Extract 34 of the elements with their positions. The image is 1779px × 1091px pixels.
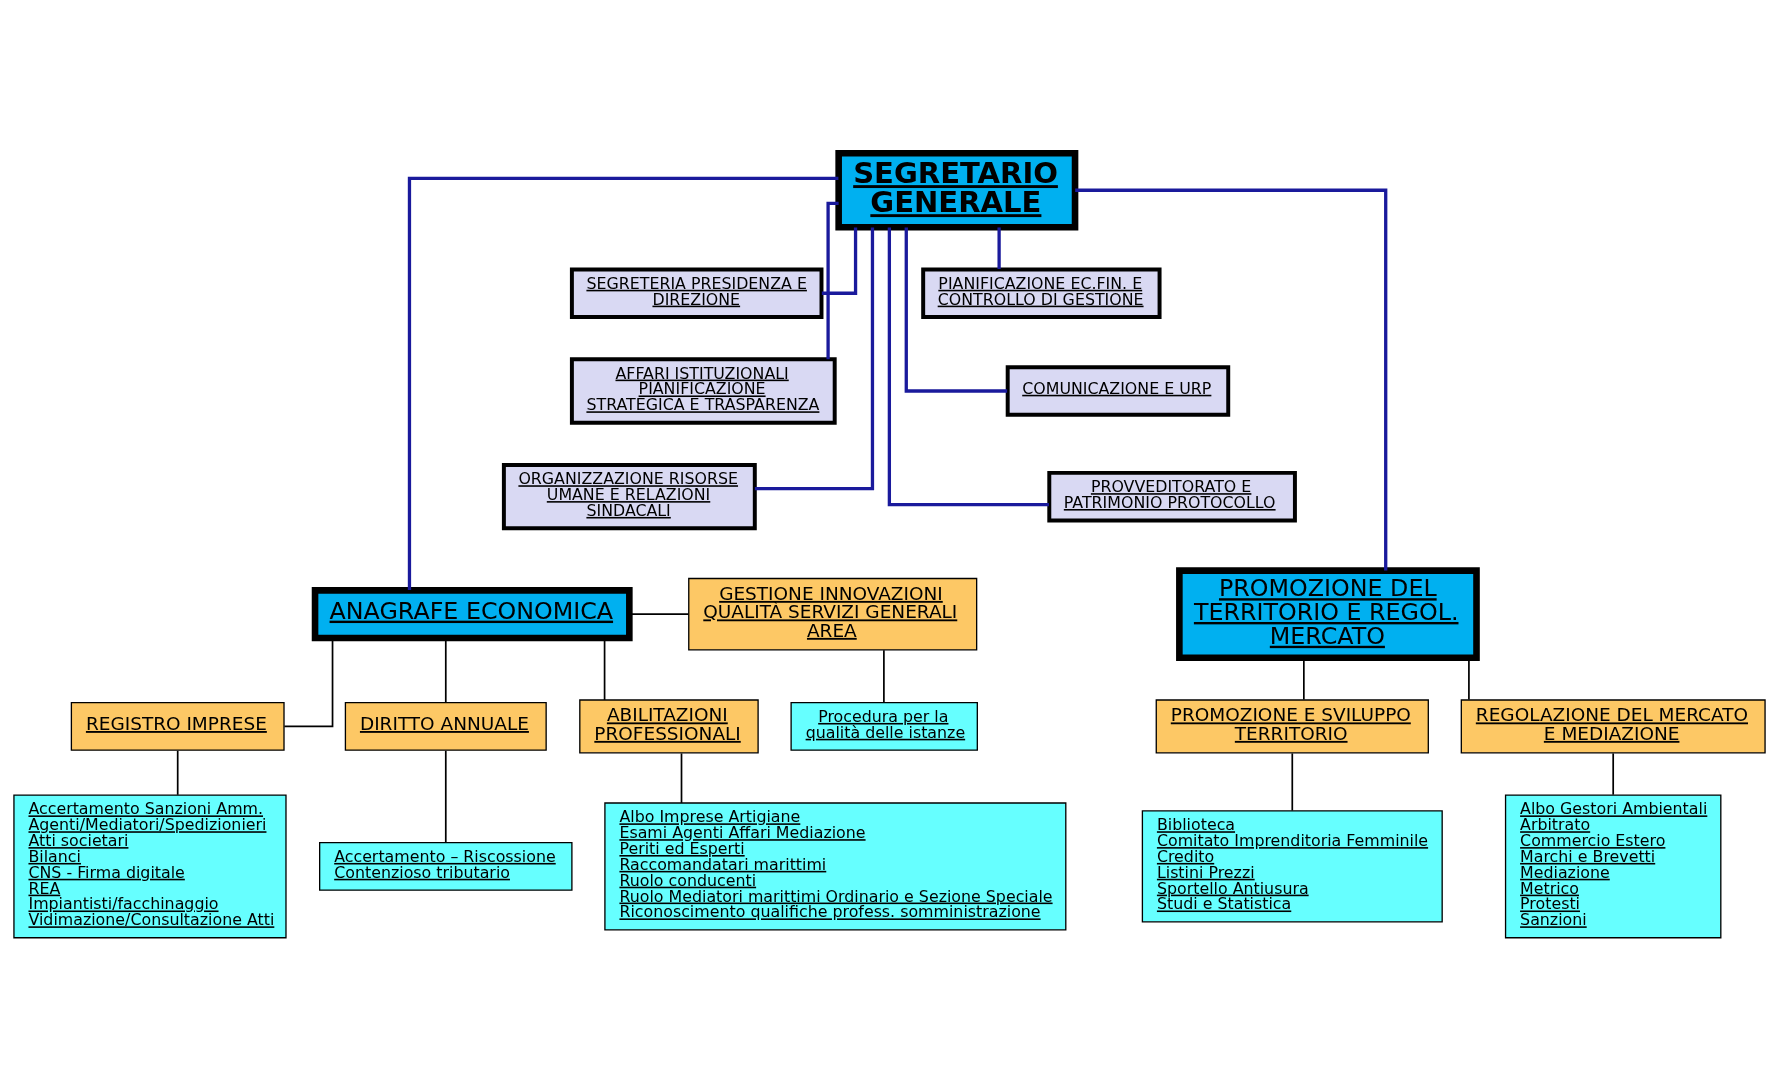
connector — [997, 227, 1001, 269]
node-box: PROMOZIONE E SVILUPPO TERRITORIO — [1155, 699, 1429, 754]
node-box: ABILITAZIONI PROFESSIONALI — [579, 699, 759, 754]
node-box: REGISTRO IMPRESE — [70, 702, 285, 751]
connector — [883, 649, 885, 704]
node-box: SEGRETERIA PRESIDENZA E DIREZIONE — [569, 267, 824, 320]
connector — [904, 227, 1008, 393]
node-box: Accertamento Sanzioni Amm. Agenti/Mediatori/Spedizionieri Atti societari Bilanci CNS - Firma digitale REA Impiantisti/facchinaggio Vidimazione/Consultazione Atti — [13, 794, 287, 939]
node-box: PROVVEDITORATO E PATRIMONIO PROTOCOLLO — [1047, 470, 1297, 523]
node-box: Albo Imprese Artigiane Esami Agenti Affari Mediazione Periti ed Esperti Raccomandatari marittimi Ruolo conducenti Ruolo Mediatori marittimi Ordinario e Sezione Speciale Riconoscimento qualifiche profess. somministrazione — [604, 802, 1067, 931]
node-box: REGOLAZIONE DEL MERCATO E MEDIAZIONE — [1460, 699, 1766, 754]
node-box: PROMOZIONE DEL TERRITORIO E REGOL. MERCATO — [1176, 567, 1480, 662]
connector — [444, 749, 447, 844]
node-box: COMUNICAZIONE E URP — [1005, 365, 1231, 417]
node-box: Procedura per la qualità delle istanze — [790, 702, 978, 751]
connector — [1612, 752, 1615, 796]
connector — [826, 201, 839, 360]
node-box: SEGRETARIO GENERALE — [835, 150, 1079, 231]
node-box: AFFARI ISTITUZIONALI PIANIFICAZIONE STRATEGICA E TRASPARENZA — [569, 357, 837, 425]
node-box: Albo Gestori Ambientali Arbitrato Commercio Estero Marchi e Brevetti Mediazione Metrico Protesti Sanzioni — [1504, 794, 1722, 939]
connector — [1291, 752, 1294, 812]
node-box: PIANIFICAZIONE EC.FIN. E CONTROLLO DI GESTIONE — [921, 267, 1162, 320]
connector — [887, 227, 1049, 507]
node-box: Accertamento – Riscossione Contenzioso tributario — [319, 841, 573, 891]
node-box: ORGANIZZAZIONE RISORSE UMANE E RELAZIONI SINDACALI — [501, 462, 757, 531]
connector — [176, 749, 179, 796]
connector — [821, 227, 858, 295]
node-box: DIRITTO ANNUALE — [344, 702, 547, 751]
connector — [1075, 188, 1388, 571]
node-box: Biblioteca Comitato Imprenditoria Femminile Credito Listini Prezzi Sportello Antiusura Studi e Statistica — [1141, 810, 1443, 923]
connector — [680, 752, 683, 804]
connector — [754, 227, 875, 491]
node-box: ANAGRAFE ECONOMICA — [311, 587, 633, 642]
node-box: GESTIONE INNOVAZIONI QUALITÀ SERVIZI GENERALI AREA — [688, 577, 978, 651]
